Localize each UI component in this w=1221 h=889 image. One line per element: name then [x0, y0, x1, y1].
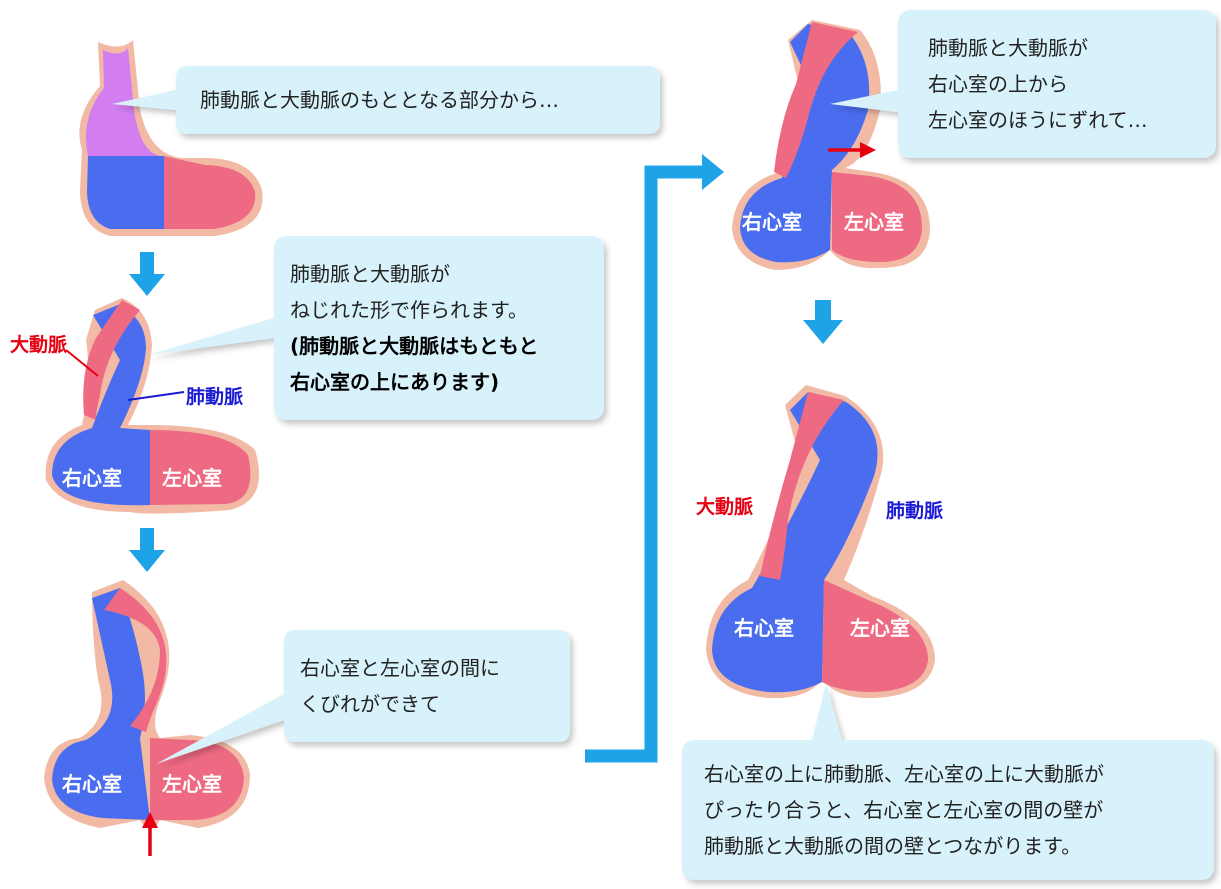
flow-bracket-arrow-icon — [585, 154, 724, 763]
bubble5-line: ぴったり合うと、右心室と左心室の間の壁が — [704, 798, 1104, 822]
bubble4-line: 右心室の上から — [928, 72, 1068, 96]
speech-bubble-5 — [682, 684, 1214, 880]
bubble3-text: 右心室と左心室の間に くびれができて — [300, 650, 500, 722]
bubble4-line: 左心室のほうにずれて… — [928, 108, 1148, 132]
bubble2-line: 右心室の上にあります) — [290, 370, 500, 394]
shift-arrow-icon — [828, 142, 876, 158]
pulmonary-leader-line — [127, 391, 185, 401]
speech-bubble-2 — [148, 236, 604, 420]
speech-bubble-4 — [830, 10, 1216, 158]
bubble4-text: 肺動脈と大動脈が 右心室の上から 左心室のほうにずれて… — [928, 30, 1148, 138]
right-ventricle-label: 右心室 — [742, 210, 802, 234]
left-ventricle-label: 左心室 — [844, 210, 904, 234]
bubble5-line: 肺動脈と大動脈の間の壁とつながります。 — [704, 834, 1082, 858]
stage3-constriction — [44, 580, 250, 829]
aorta-leader-line — [65, 349, 99, 377]
left-ventricle-label: 左心室 — [850, 616, 910, 640]
bubble3-line: くびれができて — [300, 692, 440, 716]
bubble1-text: 肺動脈と大動脈のもととなる部分から… — [200, 88, 559, 112]
pulmonary-artery-label: 肺動脈 — [186, 386, 244, 408]
down-arrow-icon — [129, 528, 165, 572]
bubble4-line: 肺動脈と大動脈が — [928, 36, 1088, 60]
right-ventricle-label: 右心室 — [62, 466, 122, 490]
bubble2-line: (肺動脈と大動脈はもともと — [290, 334, 539, 358]
stage4-shifting — [732, 20, 930, 270]
bubble5-text: 右心室の上に肺動脈、左心室の上に大動脈が ぴったり合うと、右心室と左心室の間の壁… — [704, 756, 1104, 864]
right-ventricle-label: 右心室 — [734, 616, 794, 640]
aorta-label: 大動脈 — [10, 334, 68, 356]
down-arrow-icon — [129, 252, 165, 296]
stage5-final — [706, 385, 935, 699]
left-ventricle-label: 左心室 — [162, 466, 222, 490]
aorta-label: 大動脈 — [696, 496, 754, 518]
speech-bubble-3 — [156, 630, 570, 764]
constriction-arrow-icon — [142, 812, 158, 856]
bubble3-line: 右心室と左心室の間に — [300, 656, 500, 680]
down-arrow-icon — [803, 300, 843, 344]
bubble2-line: ねじれた形で作られます。 — [290, 298, 528, 322]
stage2-twisted-arteries — [45, 298, 260, 514]
bubble2-line: 肺動脈と大動脈が — [290, 262, 450, 286]
pulmonary-artery-label: 肺動脈 — [886, 500, 944, 522]
bubble5-line: 右心室の上に肺動脈、左心室の上に大動脈が — [704, 762, 1104, 786]
left-ventricle-label: 左心室 — [162, 772, 222, 796]
speech-bubble-1 — [112, 66, 660, 134]
right-ventricle-label: 右心室 — [62, 772, 122, 796]
bubble2-text: 肺動脈と大動脈が ねじれた形で作られます。 (肺動脈と大動脈はもともと 右心室の… — [290, 256, 538, 400]
